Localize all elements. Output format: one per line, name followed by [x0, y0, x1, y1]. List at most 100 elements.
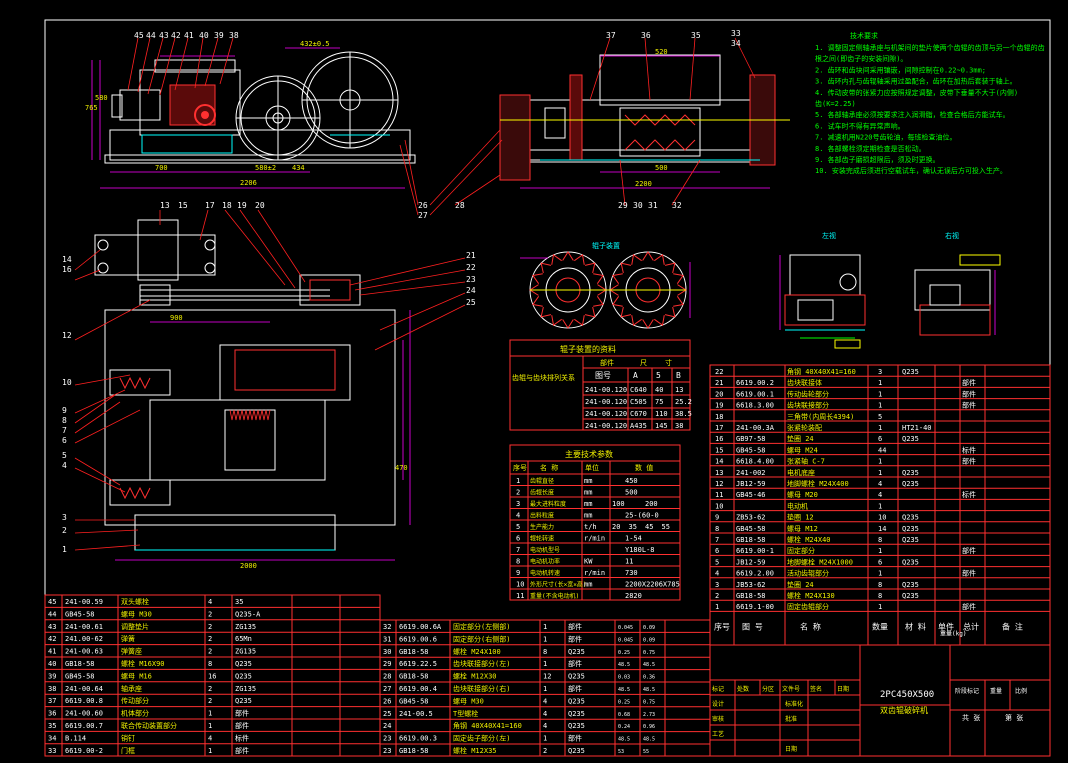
roller-tooth — [562, 319, 574, 329]
parts-cell: 0.75 — [643, 650, 655, 656]
parts-cell: 6619.00.7 — [65, 722, 103, 730]
callout-number: 1 — [62, 545, 67, 554]
parts-cell: 1 — [208, 710, 212, 718]
dimension-value: 500 — [655, 164, 668, 172]
parts-weight-label: 重量(kg) — [940, 629, 966, 637]
parts-cell: 螺栓 M12X35 — [453, 746, 497, 755]
parts-cell: 部件 — [568, 734, 582, 743]
parts-cell: 螺栓 M16X90 — [121, 659, 165, 668]
parts-cell: 10 — [878, 514, 886, 522]
parts-cell: 10 — [715, 502, 723, 510]
roller-params-cell: 241-00.120 — [585, 386, 627, 394]
sheet-total: 共 张 — [962, 713, 980, 722]
parts-cell: 地脚螺栓 M24X400 — [787, 479, 849, 488]
parts-cell: 48.5 — [618, 662, 630, 668]
parts-cell: 6619.1-00 — [736, 603, 774, 611]
roller-tooth — [664, 306, 676, 318]
parts-cell: Q235-A — [235, 610, 261, 618]
specs-cell: 生产能力 — [530, 523, 554, 531]
parts-cell: 0.09 — [643, 637, 655, 643]
roller-params-header: 寸 — [665, 358, 672, 367]
roller-params-cell: 38 — [675, 422, 683, 430]
roller-tooth — [612, 273, 623, 284]
parts-cell: Q235 — [568, 673, 585, 681]
parts-cell: 5 — [878, 413, 882, 421]
parts-cell: 48.5 — [643, 737, 655, 743]
callout-number: 45 — [134, 31, 144, 40]
dimension-value: 434 — [292, 164, 305, 172]
dimension-value: 2200 — [635, 180, 652, 188]
specs-cell: 25-(60-0 — [625, 512, 659, 520]
roller-params-subheader: A — [633, 371, 638, 380]
roller-params-cell: 241-00.120 — [585, 410, 627, 418]
parts-cell: 27 — [383, 685, 391, 693]
roller-tooth — [631, 315, 642, 326]
specs-header: 数 值 — [635, 463, 653, 472]
callout-number: 2 — [62, 526, 67, 535]
parts-cell: 6619.00.6A — [399, 623, 442, 631]
specs-cell: mm — [584, 477, 592, 485]
parts-cell: 26 — [383, 697, 391, 705]
parts-cell: 17 — [715, 424, 723, 432]
parts-cell: GB18-58 — [736, 536, 766, 544]
parts-cell: 固定齿子部分(左) — [453, 734, 510, 743]
parts-cell: 2 — [715, 592, 719, 600]
specs-header: 序号 — [513, 463, 527, 472]
tech-note-line: 8. 各部螺栓须定期检查是否松动。 — [815, 144, 926, 153]
specs-cell: 2820 — [625, 592, 642, 600]
parts-cell: 241-00.3A — [736, 424, 775, 432]
parts-cell: 241-00.63 — [65, 648, 103, 656]
parts-cell: 1 — [878, 547, 882, 555]
role-label: 批准 — [785, 715, 797, 723]
parts-cell: 螺栓 M24X40 — [787, 535, 831, 544]
front-view — [91, 37, 419, 216]
parts-cell: GB18-58 — [399, 673, 429, 681]
specs-cell: 电动机转速 — [530, 569, 560, 577]
roller-tooth — [642, 319, 654, 329]
role-label: 工艺 — [712, 730, 724, 738]
main-specs-title: 主要技术参数 — [565, 449, 613, 459]
parts-cell: 三角带(内周长4394) — [787, 412, 854, 421]
parts-cell: GB18-58 — [736, 592, 766, 600]
left-side-view — [779, 254, 866, 349]
roller-tooth — [673, 273, 684, 284]
parts-cell: 联合传动装置部分 — [121, 721, 177, 730]
roller-tooth — [654, 315, 665, 326]
left-view-label: 左视 — [822, 231, 836, 240]
parts-cell: 8 — [878, 536, 882, 544]
specs-cell: Y180L-8 — [625, 546, 655, 554]
specs-cell: 10 — [516, 581, 524, 589]
parts-cell: 14 — [878, 525, 886, 533]
roller-params-subheader: B — [676, 371, 681, 380]
parts-cell: 0.25 — [618, 650, 630, 656]
specs-cell: mm — [584, 512, 592, 520]
tech-note-line: 2. 齿环和齿块间采用镶嵌，间隙控制在0.22~0.3mm; — [815, 65, 986, 74]
parts-cell: 11 — [715, 491, 723, 499]
specs-cell: 200 — [645, 500, 658, 508]
roller-tooth — [574, 315, 585, 326]
specs-cell: 齿辊长度 — [530, 489, 554, 497]
tech-notes-title: 技术要求 — [850, 31, 878, 40]
roller-detail — [520, 251, 691, 329]
parts-cell: 48.5 — [643, 687, 655, 693]
roller-params-cell: A435 — [630, 422, 647, 430]
parts-cell: 部件 — [568, 634, 582, 643]
parts-cell: 标件 — [962, 445, 976, 454]
parts-cell: 39 — [48, 672, 56, 680]
specs-cell: 730 — [625, 569, 638, 577]
rev-header: 日期 — [837, 685, 849, 693]
specs-cell: 8 — [516, 558, 520, 566]
callout-number: 9 — [62, 406, 67, 415]
rev-header: 处数 — [737, 685, 749, 693]
specs-cell: 出料粒度 — [530, 512, 554, 520]
stage-header: 比例 — [1015, 687, 1027, 695]
rev-header: 标记 — [712, 685, 724, 693]
callout-number: 13 — [160, 201, 170, 210]
parts-header: 总计 — [963, 621, 979, 631]
parts-cell: 1 — [878, 603, 882, 611]
roller-tooth — [612, 296, 623, 307]
roller-params-cell: C505 — [630, 398, 647, 406]
parts-cell: 2 — [543, 747, 547, 755]
